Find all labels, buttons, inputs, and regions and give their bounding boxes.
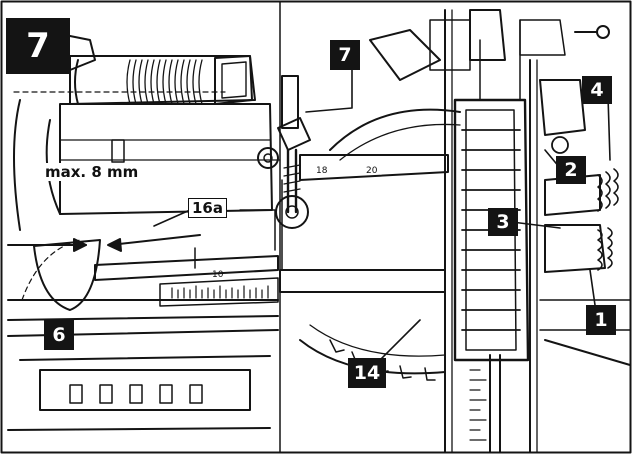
part-16a-label: 16a — [188, 198, 227, 218]
callout-1: 1 — [586, 305, 616, 335]
max-gap-label: max. 8 mm — [42, 163, 142, 181]
top-scale-number-b: 20 — [366, 166, 378, 176]
callout-3-text: 3 — [496, 211, 510, 233]
callout-7: 7 — [330, 40, 360, 70]
callout-2: 2 — [556, 156, 586, 184]
figure-number: 7 — [6, 18, 70, 74]
callout-2-text: 2 — [564, 159, 578, 181]
callout-3: 3 — [488, 208, 518, 236]
callout-4: 4 — [582, 76, 612, 104]
callout-14-text: 14 — [353, 362, 381, 384]
callout-14: 14 — [348, 358, 386, 388]
figure-number-text: 7 — [26, 26, 50, 66]
callout-4-text: 4 — [590, 79, 604, 101]
top-scale-number-a: 18 — [316, 166, 328, 176]
callout-6-text: 6 — [52, 324, 66, 346]
left-scale-number: 10 — [212, 270, 224, 280]
callout-7-text: 7 — [338, 44, 352, 66]
callout-6: 6 — [44, 320, 74, 350]
callout-1-text: 1 — [594, 309, 608, 331]
